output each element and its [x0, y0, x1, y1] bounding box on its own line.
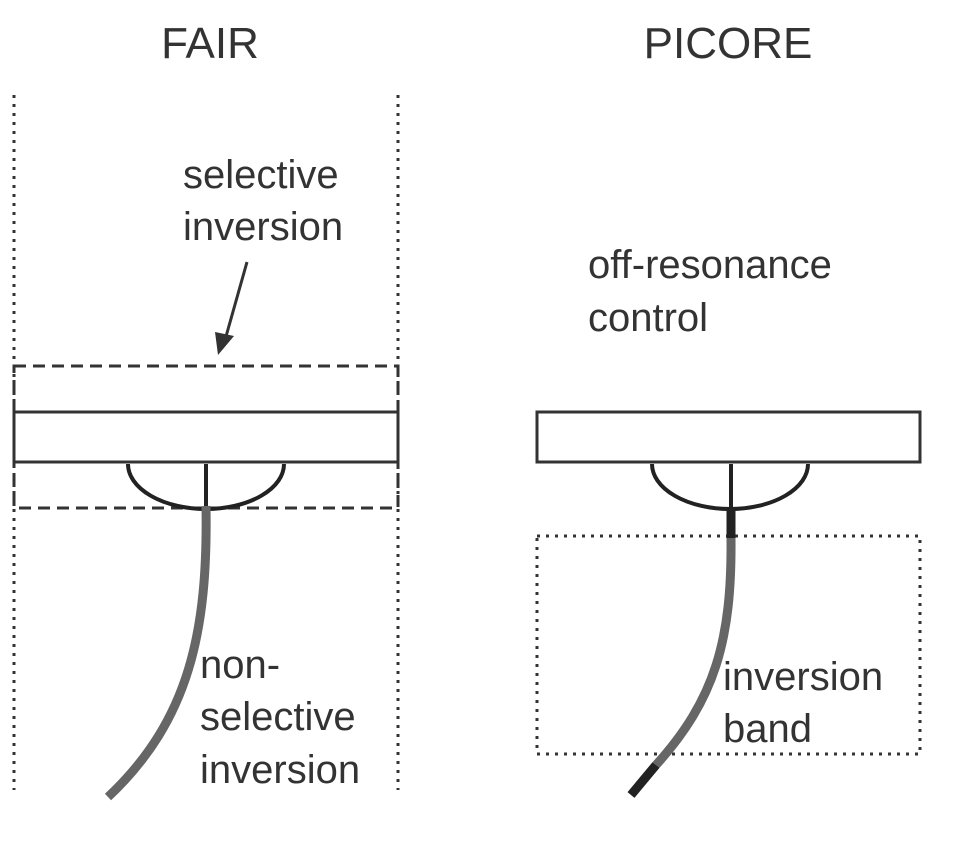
fair-nonselective-label-line1: non- [200, 643, 280, 687]
picore-artery-lower-segment [627, 762, 660, 798]
fair-arrow-shaft [223, 261, 249, 341]
fair-panel: FAIR selective inversion non- selective … [12, 19, 400, 801]
picore-band-label-line1: inversion [723, 655, 883, 699]
picore-control-label-line1: off-resonance [588, 243, 832, 287]
fair-selective-label-line2: inversion [183, 205, 343, 249]
fair-nonselective-label-line3: inversion [200, 748, 360, 792]
picore-band-label-line2: band [723, 707, 812, 751]
fair-nonselective-label-line2: selective [200, 695, 356, 739]
fair-selective-label-line1: selective [183, 153, 339, 197]
picore-imaging-slice [535, 410, 922, 464]
picore-panel: PICORE off-resonance control inversion b… [535, 19, 922, 798]
fair-feeding-artery [104, 505, 211, 801]
fair-imaging-slice [12, 410, 400, 464]
picore-control-label-line2: control [588, 296, 708, 340]
fair-arrow-head [215, 332, 234, 355]
fair-title: FAIR [161, 19, 259, 68]
picore-title: PICORE [644, 19, 813, 68]
picore-feeding-artery [652, 537, 736, 769]
